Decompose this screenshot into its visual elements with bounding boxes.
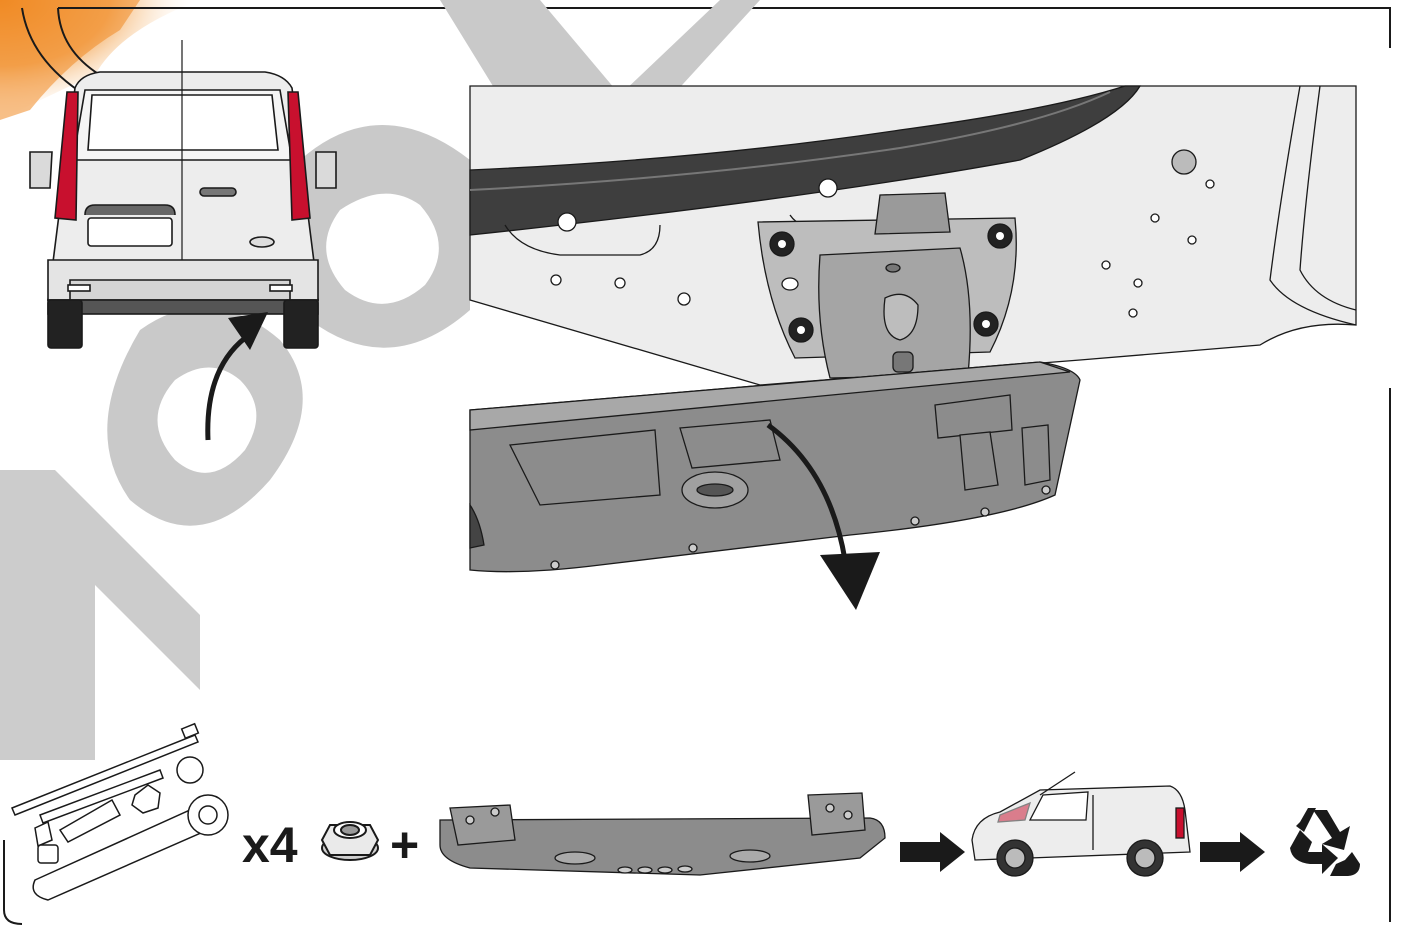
rear-crossmember-icon bbox=[439, 792, 886, 876]
pointer-arrow-up bbox=[205, 312, 268, 441]
van-side-view-icon bbox=[971, 771, 1191, 877]
detail-view bbox=[469, 85, 1357, 574]
quantity-label: x4 bbox=[242, 817, 298, 873]
removal-arrow bbox=[766, 422, 880, 610]
van-rear-view bbox=[29, 40, 337, 349]
plus-sign: + bbox=[390, 817, 419, 873]
corner-accent bbox=[0, 0, 200, 120]
flow-arrow-1 bbox=[900, 832, 965, 872]
flow-arrow-2 bbox=[1200, 832, 1265, 872]
flange-nut-icon bbox=[320, 821, 380, 861]
tool-kit-icon bbox=[11, 722, 229, 901]
recycle-icon bbox=[1290, 808, 1360, 876]
